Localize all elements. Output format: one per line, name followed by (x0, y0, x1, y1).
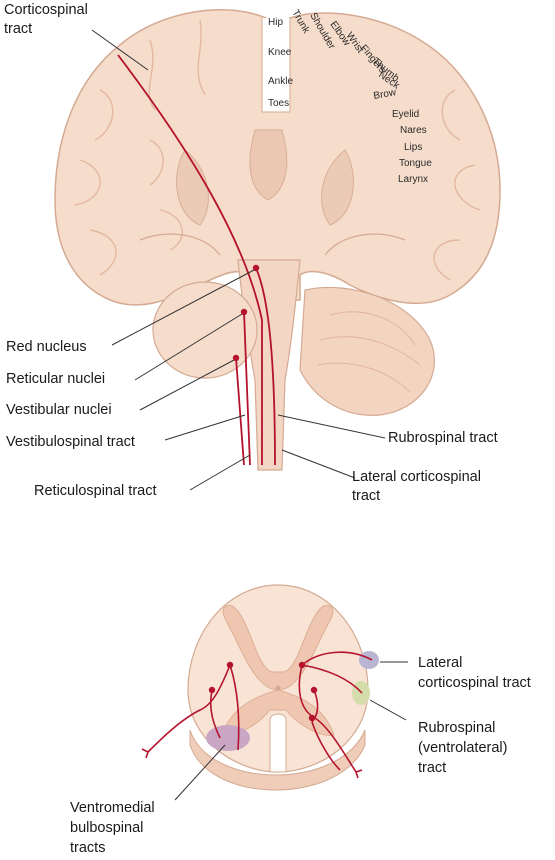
vestibulospinal-tract-line (235, 357, 245, 466)
basal-ganglia-right (321, 149, 354, 226)
leader-lines (91, 29, 386, 491)
ventromedial-area (206, 725, 250, 751)
reticulospinal-tract-line (243, 311, 251, 466)
label-cord-lateral-corticospinal-line2: corticospinal tract (418, 675, 531, 691)
pons (152, 281, 258, 379)
red-nucleus-dot (252, 264, 260, 272)
label-lateral-corticospinal-line2: tract (352, 488, 381, 504)
homunculus-label: Toes (268, 98, 289, 109)
homunculus-label: Nares (400, 125, 427, 136)
rubrospinal-tract-line (255, 267, 276, 466)
label-cord-ventromedial-line1: Ventromedial (70, 800, 155, 816)
cerebellum (299, 286, 435, 416)
homunculus-label: Eyelid (392, 109, 419, 120)
corticospinal-tract-line (117, 54, 263, 465)
gyri (74, 19, 481, 281)
label-lateral-corticospinal-line1: Lateral corticospinal (352, 469, 481, 485)
label-cord-lateral-corticospinal-line1: Lateral (418, 655, 463, 671)
homunculus-label: Hip (268, 17, 283, 28)
gray-matter (221, 604, 335, 736)
label-corticospinal-line2: tract (4, 21, 33, 37)
lateral-corticospinal-area (359, 651, 379, 669)
label-cord-rubrospinal-line1: Rubrospinal (418, 720, 496, 736)
homunculus-label: Ankle (268, 76, 293, 87)
homunculus-label: Knee (268, 47, 292, 58)
homunculus-label: Larynx (398, 174, 428, 185)
label-cord-rubrospinal-line3: tract (418, 760, 447, 776)
label-vestibulospinal-tract: Vestibulospinal tract (6, 434, 135, 450)
brain-coronal-section: Hip Trunk Shoulder Elbow Wrist Fingers T… (54, 8, 501, 491)
ventral-fissure (269, 713, 287, 773)
label-reticulospinal-tract: Reticulospinal tract (34, 483, 157, 499)
homunculus-label: Tongue (399, 158, 432, 169)
homunculus-label: Brow (373, 87, 398, 102)
label-cord-ventromedial-line2: bulbospinal (70, 820, 144, 836)
spinal-cord-section (141, 584, 408, 801)
lateral-ventricles (249, 129, 288, 201)
descending-tracts (117, 54, 276, 466)
reticular-nuclei-dot (240, 308, 248, 316)
longitudinal-fissure (261, 18, 291, 113)
vestibular-nuclei-dot (232, 354, 240, 362)
label-corticospinal-line1: Corticospinal (4, 2, 88, 18)
homunculus-label: Lips (404, 142, 422, 153)
label-red-nucleus: Red nucleus (6, 339, 87, 355)
label-cord-rubrospinal-line2: (ventrolateral) (418, 740, 508, 756)
cord-leader-lines (174, 661, 408, 801)
label-rubrospinal-tract: Rubrospinal tract (388, 430, 498, 446)
label-reticular-nuclei: Reticular nuclei (6, 371, 106, 387)
label-cord-ventromedial-line3: tracts (70, 840, 106, 856)
motor-endings (141, 748, 363, 779)
cord-side (189, 729, 366, 791)
basal-ganglia-left (176, 149, 209, 226)
brainstem (237, 259, 301, 471)
label-vestibular-nuclei: Vestibular nuclei (6, 402, 112, 418)
cord-neuron-dots (208, 661, 318, 722)
central-canal (275, 685, 281, 691)
cerebellar-folia (317, 311, 421, 393)
